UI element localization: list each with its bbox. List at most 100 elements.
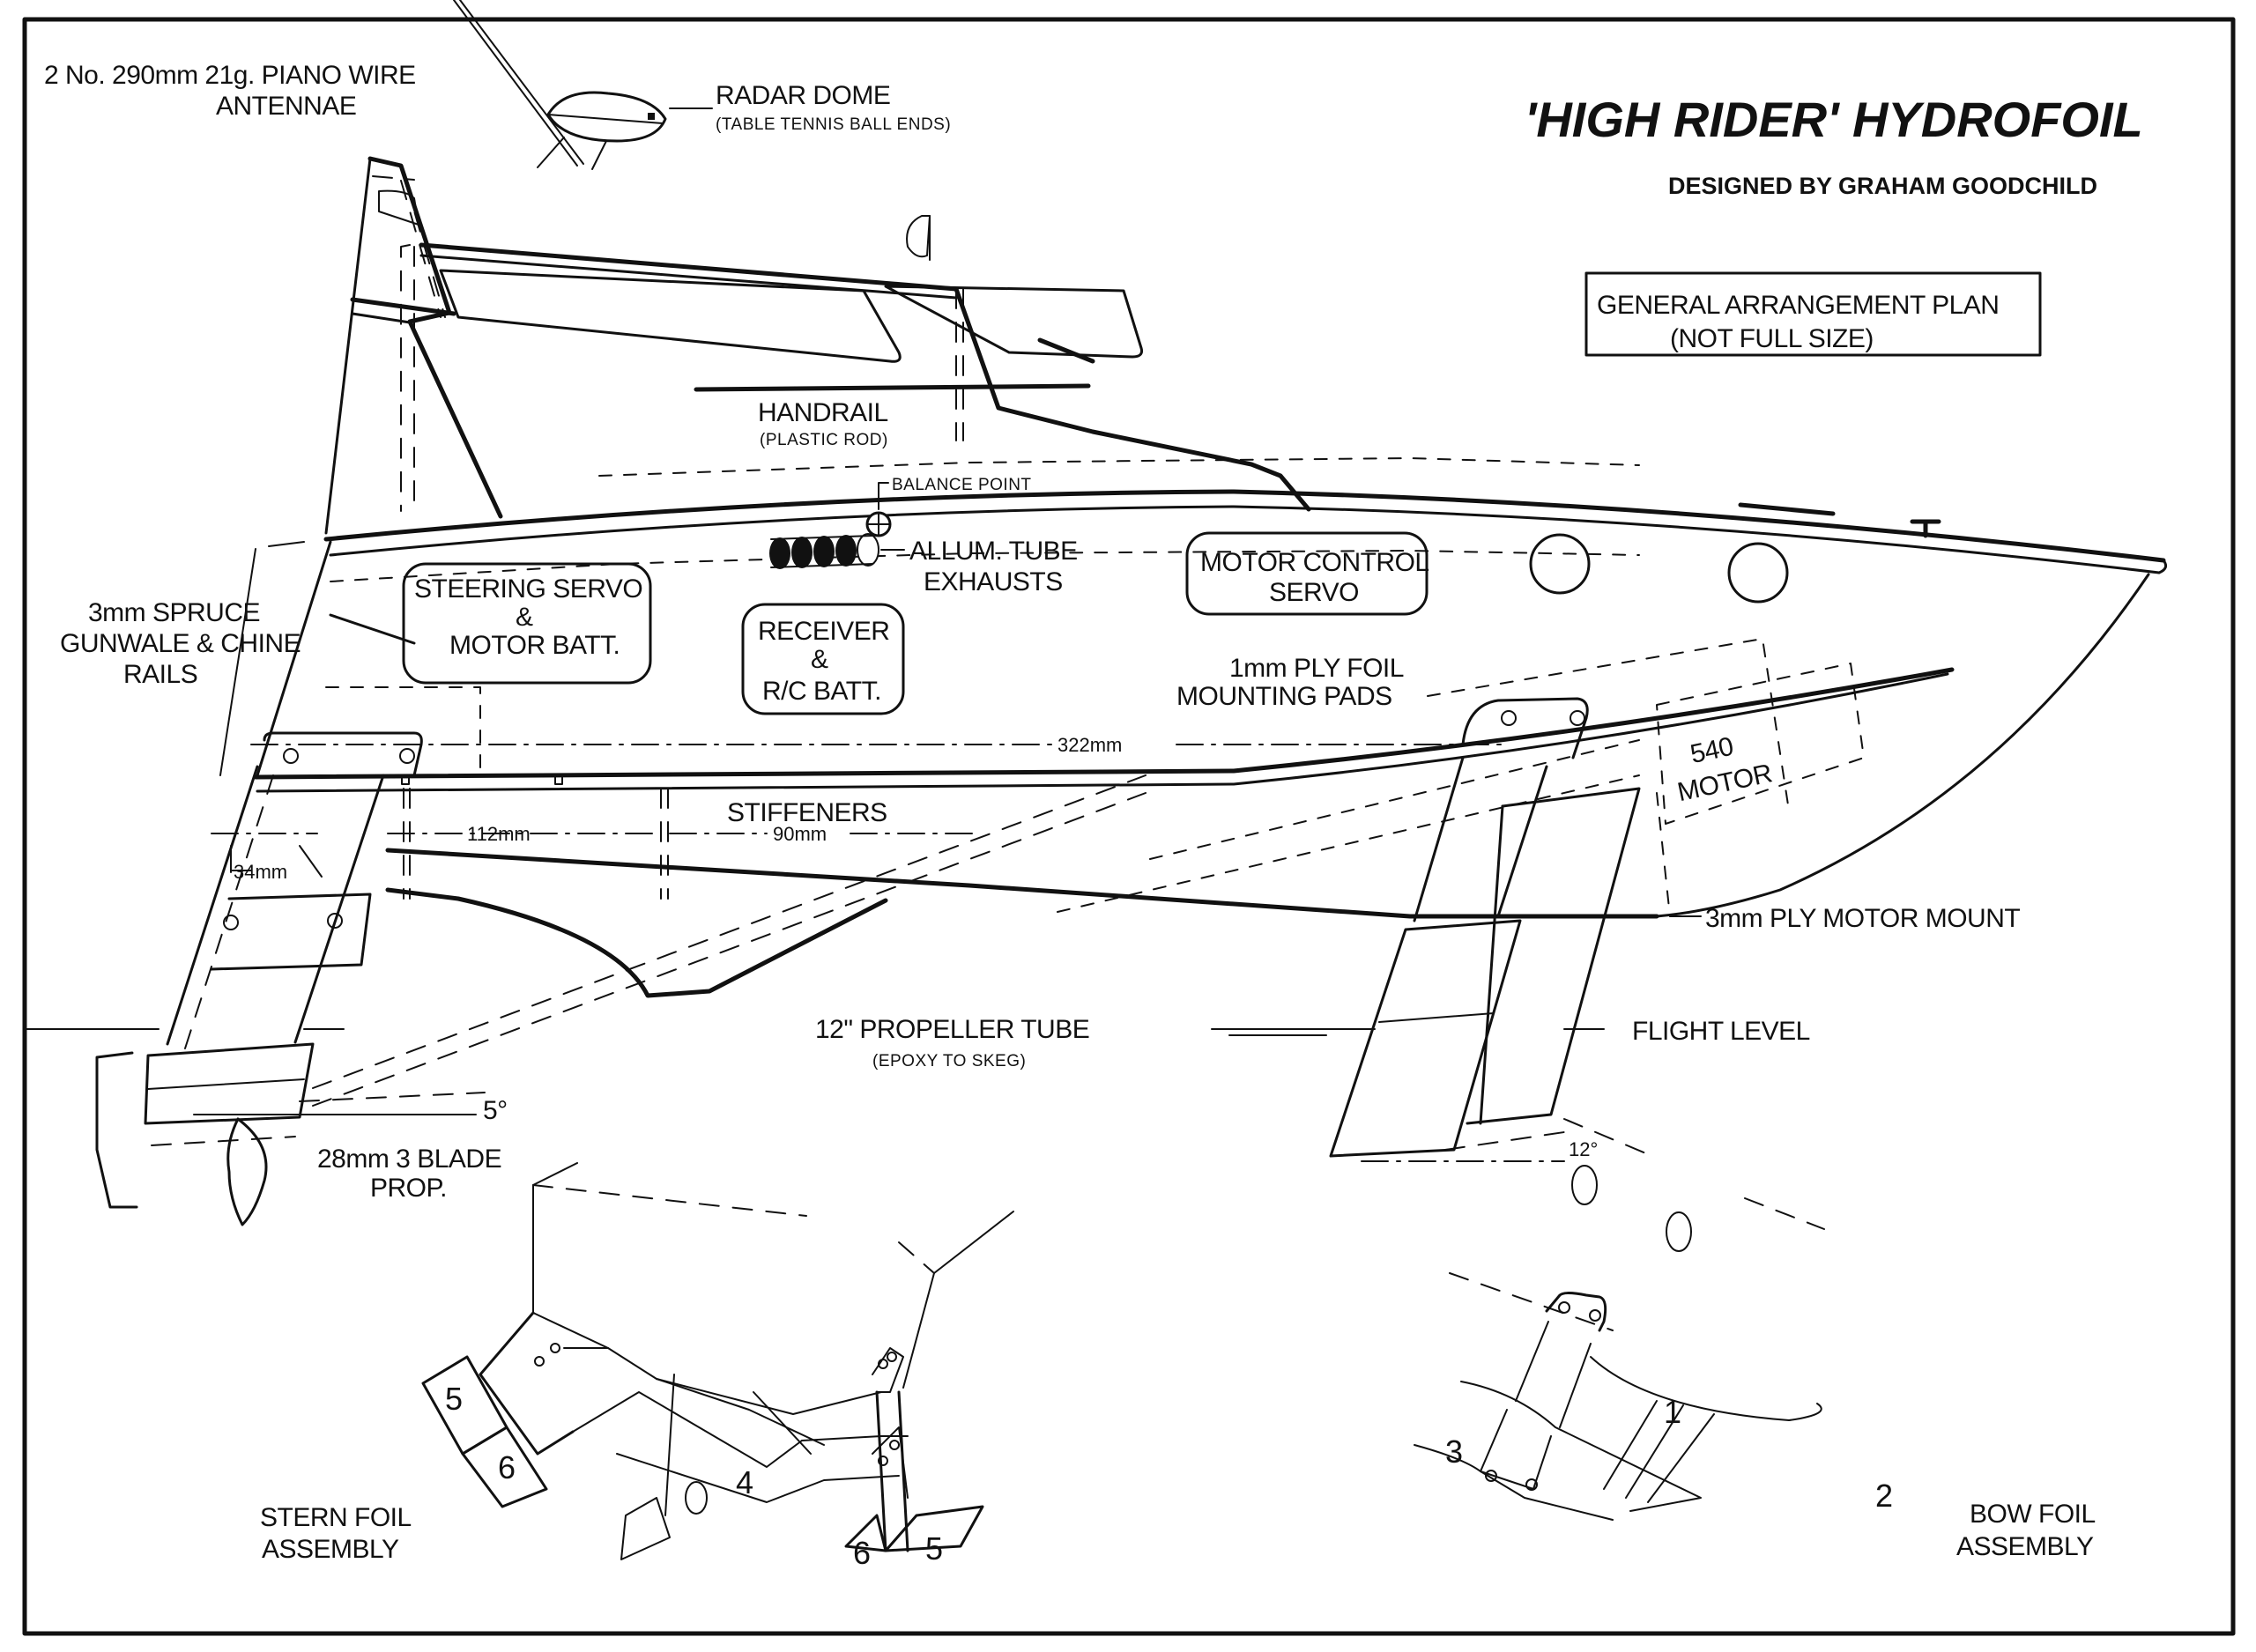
handrail-note: (PLASTIC ROD) — [760, 431, 888, 449]
prop-tube-label: 12" PROPELLER TUBE — [815, 1015, 1089, 1044]
propeller-tube-lower — [312, 792, 1147, 1107]
balance-point-marker — [865, 482, 892, 537]
bow-fairlead — [1738, 502, 1836, 516]
propeller-tube — [312, 774, 1147, 1089]
stern-assembly-label-line1: STERN FOIL — [260, 1503, 412, 1532]
exhausts-label-line2: EXHAUSTS — [924, 567, 1063, 596]
dimension-90mm: 90mm — [669, 823, 979, 845]
bow-part-1: 1 — [1664, 1394, 1681, 1430]
transom-rail-leader — [219, 541, 305, 776]
hull-chine — [253, 667, 1955, 793]
motor-control-label-line1: MOTOR CONTROL — [1200, 548, 1429, 577]
stern-part-6b: 6 — [853, 1535, 871, 1571]
foil-pad-outline — [1427, 638, 1790, 811]
bow-assembly-label-line2: ASSEMBLY — [1956, 1532, 2094, 1561]
steering-label-line2: & — [516, 603, 533, 632]
bow-part-2: 2 — [1875, 1478, 1893, 1514]
hull-gunwale — [323, 489, 2168, 574]
stiffeners-label: STIFFENERS — [727, 798, 887, 827]
search-light-icon — [906, 215, 931, 261]
bow-foil-assembly-drawing — [1414, 1118, 1825, 1521]
radar-dome-icon — [537, 91, 713, 170]
receiver-label-line1: RECEIVER — [758, 617, 889, 646]
bow-cleat-icon — [1910, 519, 1941, 538]
bow-stem — [1655, 573, 2150, 918]
motor-label-line2: MOTOR — [1675, 759, 1775, 807]
motor-control-box: MOTOR CONTROL SERVO — [1185, 531, 1429, 616]
motor-mount-outline — [1656, 663, 1865, 825]
motor-label-line1: 540 — [1688, 732, 1735, 769]
radar-dome-label: RADAR DOME — [716, 81, 890, 110]
handrail-label: HANDRAIL — [758, 398, 888, 427]
mast-tower — [324, 156, 503, 535]
bow-angle-label: 12° — [1569, 1138, 1598, 1160]
porthole-2 — [1727, 542, 1789, 604]
designer-credit: DESIGNED BY GRAHAM GOODCHILD — [1668, 173, 2097, 199]
spruce-label-line3: RAILS — [123, 660, 197, 689]
dimension-112mm: 112mm — [211, 823, 662, 845]
dimension-90mm-label: 90mm — [773, 823, 827, 845]
aft-bulkhead-dashed — [325, 686, 481, 772]
dimension-322mm: 322mm — [250, 734, 1508, 756]
transom — [256, 540, 332, 777]
bow-foil-strut — [1329, 697, 1641, 1158]
flight-level-line — [26, 1028, 1605, 1036]
plan-note-line2: (NOT FULL SIZE) — [1670, 324, 1874, 353]
motor-mount-line — [1656, 792, 1680, 917]
plan-note-box: GENERAL ARRANGEMENT PLAN (NOT FULL SIZE) — [1584, 271, 2042, 357]
steering-label-line3: MOTOR BATT. — [449, 631, 620, 660]
hidden-shaft-line-1 — [1149, 739, 1640, 860]
steering-servo-box: STEERING SERVO & MOTOR BATT. — [402, 562, 652, 685]
cabin-pillar-dashed — [955, 288, 964, 441]
receiver-label-line2: & — [811, 645, 828, 674]
stern-part-4: 4 — [736, 1464, 753, 1500]
stern-angle-5deg: 5° — [193, 1092, 508, 1125]
portholes — [1529, 533, 1789, 604]
balance-point-label: BALANCE POINT — [892, 476, 1032, 494]
antenna-wire — [453, 0, 584, 167]
exhausts-label-line1: ALLUM. TUBE — [909, 537, 1078, 566]
dimension-34mm: 34mm — [230, 845, 323, 883]
stern-angle-label: 5° — [483, 1096, 508, 1125]
steering-tiller — [329, 613, 416, 645]
bow-angle-12deg: 12° — [1361, 1131, 1598, 1162]
stiffener-marks — [401, 774, 669, 900]
antennae-label-line2: ANTENNAE — [216, 92, 356, 121]
antennae-label-line1: 2 No. 290mm 21g. PIANO WIRE — [44, 61, 416, 90]
stern-foil-assembly-drawing — [421, 1162, 1014, 1560]
dimension-112mm-label: 112mm — [467, 823, 531, 845]
cabin-window-front — [884, 285, 1143, 364]
bow-part-3: 3 — [1445, 1433, 1463, 1470]
cabin-roof — [419, 242, 1311, 512]
deck-hidden-line — [598, 457, 1640, 477]
stern-part-6a: 6 — [498, 1449, 516, 1485]
prop-tube-note: (EPOXY TO SKEG) — [872, 1052, 1026, 1070]
dimension-322mm-label: 322mm — [1058, 734, 1122, 756]
drawing-border — [22, 17, 2236, 1636]
radar-dome-note: (TABLE TENNIS BALL ENDS) — [716, 115, 951, 134]
steering-label-line1: STEERING SERVO — [414, 574, 642, 604]
drawing-title: 'HIGH RIDER' HYDROFOIL — [1525, 92, 2143, 147]
stern-foil-strut — [95, 731, 423, 1226]
plan-note-line1: GENERAL ARRANGEMENT PLAN — [1597, 291, 1999, 320]
porthole-1 — [1529, 533, 1591, 595]
receiver-box: RECEIVER & R/C BATT. — [741, 603, 905, 715]
stern-part-5b: 5 — [925, 1530, 943, 1567]
spruce-label-line2: GUNWALE & CHINE — [60, 629, 301, 658]
handrail — [694, 383, 1091, 392]
foil-pads-label-line1: 1mm PLY FOIL — [1229, 654, 1404, 683]
cabin-window-side — [439, 269, 902, 363]
hull-keel — [385, 848, 1659, 919]
motor-mount-label: 3mm PLY MOTOR MOUNT — [1705, 904, 2020, 933]
receiver-label-line3: R/C BATT. — [762, 677, 881, 706]
skeg — [385, 887, 888, 998]
prop-label-line2: PROP. — [370, 1174, 447, 1203]
motor-control-label-line2: SERVO — [1269, 578, 1359, 607]
spruce-label-line1: 3mm SPRUCE — [88, 598, 260, 627]
stern-assembly-label-line2: ASSEMBLY — [262, 1535, 399, 1564]
exhaust-tubes-icon — [769, 533, 879, 569]
hidden-shaft-line-2 — [1057, 774, 1640, 913]
prop-label-line1: 28mm 3 BLADE — [317, 1145, 501, 1174]
flight-level-label: FLIGHT LEVEL — [1632, 1017, 1810, 1046]
